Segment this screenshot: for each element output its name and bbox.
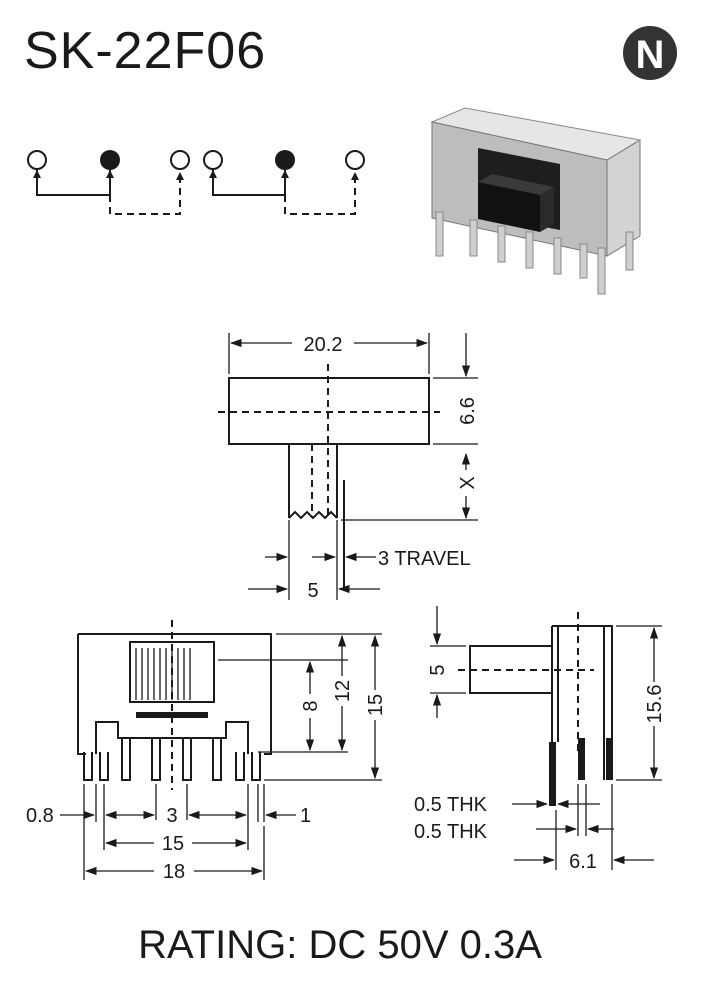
n-logo-icon: N [623, 26, 677, 80]
dim-actuator-x: X [457, 476, 479, 489]
dim-thk-2: 0.5 THK [414, 821, 488, 843]
dim-height-8: 8 [300, 700, 322, 711]
dim-pin-right: 1 [300, 805, 311, 827]
dpdt-switch-schematic [27, 150, 365, 215]
dim-pin-pitch: 3 [166, 805, 177, 827]
dim-travel: 3 TRAVEL [378, 548, 471, 570]
dim-width-top: 20.2 [304, 334, 343, 356]
dim-row-span: 15 [162, 833, 184, 855]
front-view-drawing [77, 620, 382, 880]
rating-text: RATING: DC 50V 0.3A [138, 923, 542, 967]
slide-switch-photo [430, 107, 642, 295]
dim-pin-width: 0.8 [26, 805, 54, 827]
dim-height-15: 15 [365, 694, 387, 716]
dim-overall-width: 18 [163, 861, 185, 883]
dim-thk-1: 0.5 THK [414, 794, 488, 816]
side-view-drawing [430, 612, 662, 870]
dim-side-height: 15.6 [644, 685, 666, 724]
dim-side-actuator: 5 [427, 664, 449, 675]
logo-letter: N [636, 33, 665, 77]
dim-actuator-width: 5 [307, 580, 318, 602]
part-number-title: SK-22F06 [24, 22, 266, 80]
dim-height-12: 12 [332, 680, 354, 702]
top-view-drawing [218, 333, 478, 600]
dim-height-top: 6.6 [457, 397, 479, 425]
dim-side-depth: 6.1 [569, 851, 597, 873]
